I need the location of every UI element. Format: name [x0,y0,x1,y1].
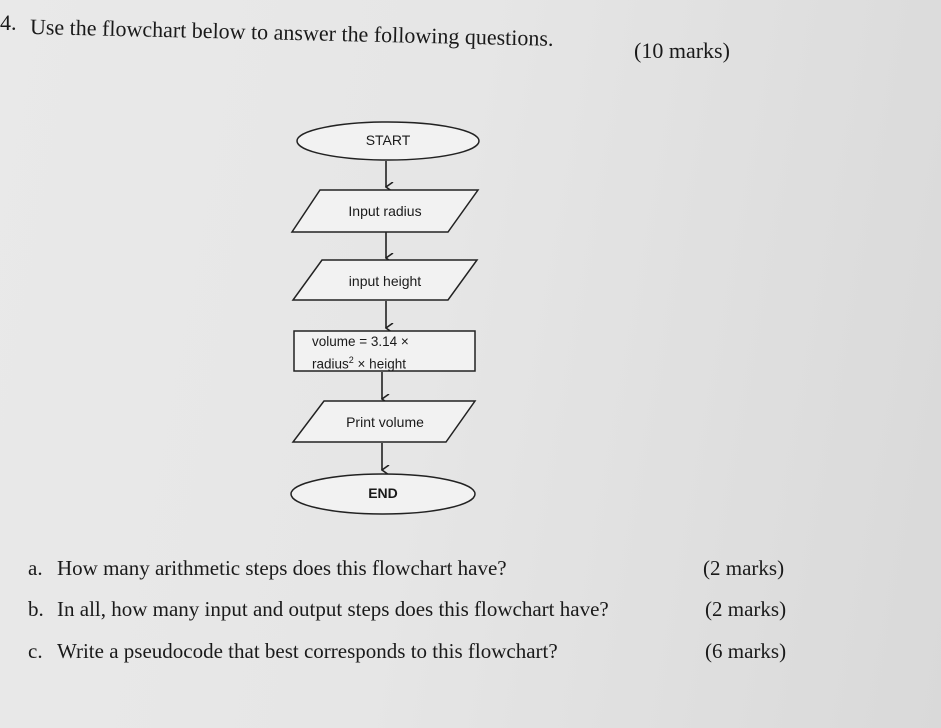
flowchart: START Input radius input height volume =… [280,110,500,530]
end-label: END [368,485,398,501]
print-volume-shape [291,400,477,443]
start-terminal [296,121,480,161]
question-header: 4. Use the flowchart below to answer the… [0,6,760,66]
sub-question-text: How many arithmetic steps does this flow… [57,556,507,580]
sub-question-letter: b. [28,597,44,621]
sub-question-letter: a. [28,556,43,580]
process-text: volume = 3.14 × radius2 × height [312,333,409,374]
question-text: Use the flowchart below to answer the fo… [29,14,554,51]
sub-question-a: a. How many arithmetic steps does this f… [0,556,941,586]
sub-question-b: b. In all, how many input and output ste… [0,597,941,627]
sub-question-letter: c. [28,639,43,663]
sub-question-marks: (2 marks) [705,597,787,621]
question-marks: (10 marks) [634,38,730,63]
sub-question-c: c. Write a pseudocode that best correspo… [0,639,941,669]
sub-question-text: Write a pseudocode that best corresponds… [57,639,558,663]
process-line-1: volume = 3.14 × [312,334,409,349]
sub-question-marks: (2 marks) [703,556,785,580]
process-line-2: radius2 × height [312,355,406,372]
end-terminal [290,473,476,515]
flowchart-shapes [290,121,480,515]
sub-question-text: In all, how many input and output steps … [57,597,609,621]
input-height-shape [291,259,479,301]
question-number: 4. [0,10,17,35]
input-height-label: input height [348,273,422,289]
input-radius-shape [290,189,480,233]
sub-question-marks: (6 marks) [705,639,787,663]
process-box [293,330,476,372]
start-label: START [365,132,411,148]
print-volume-label: Print volume [346,414,424,430]
input-radius-label: Input radius [348,203,422,219]
